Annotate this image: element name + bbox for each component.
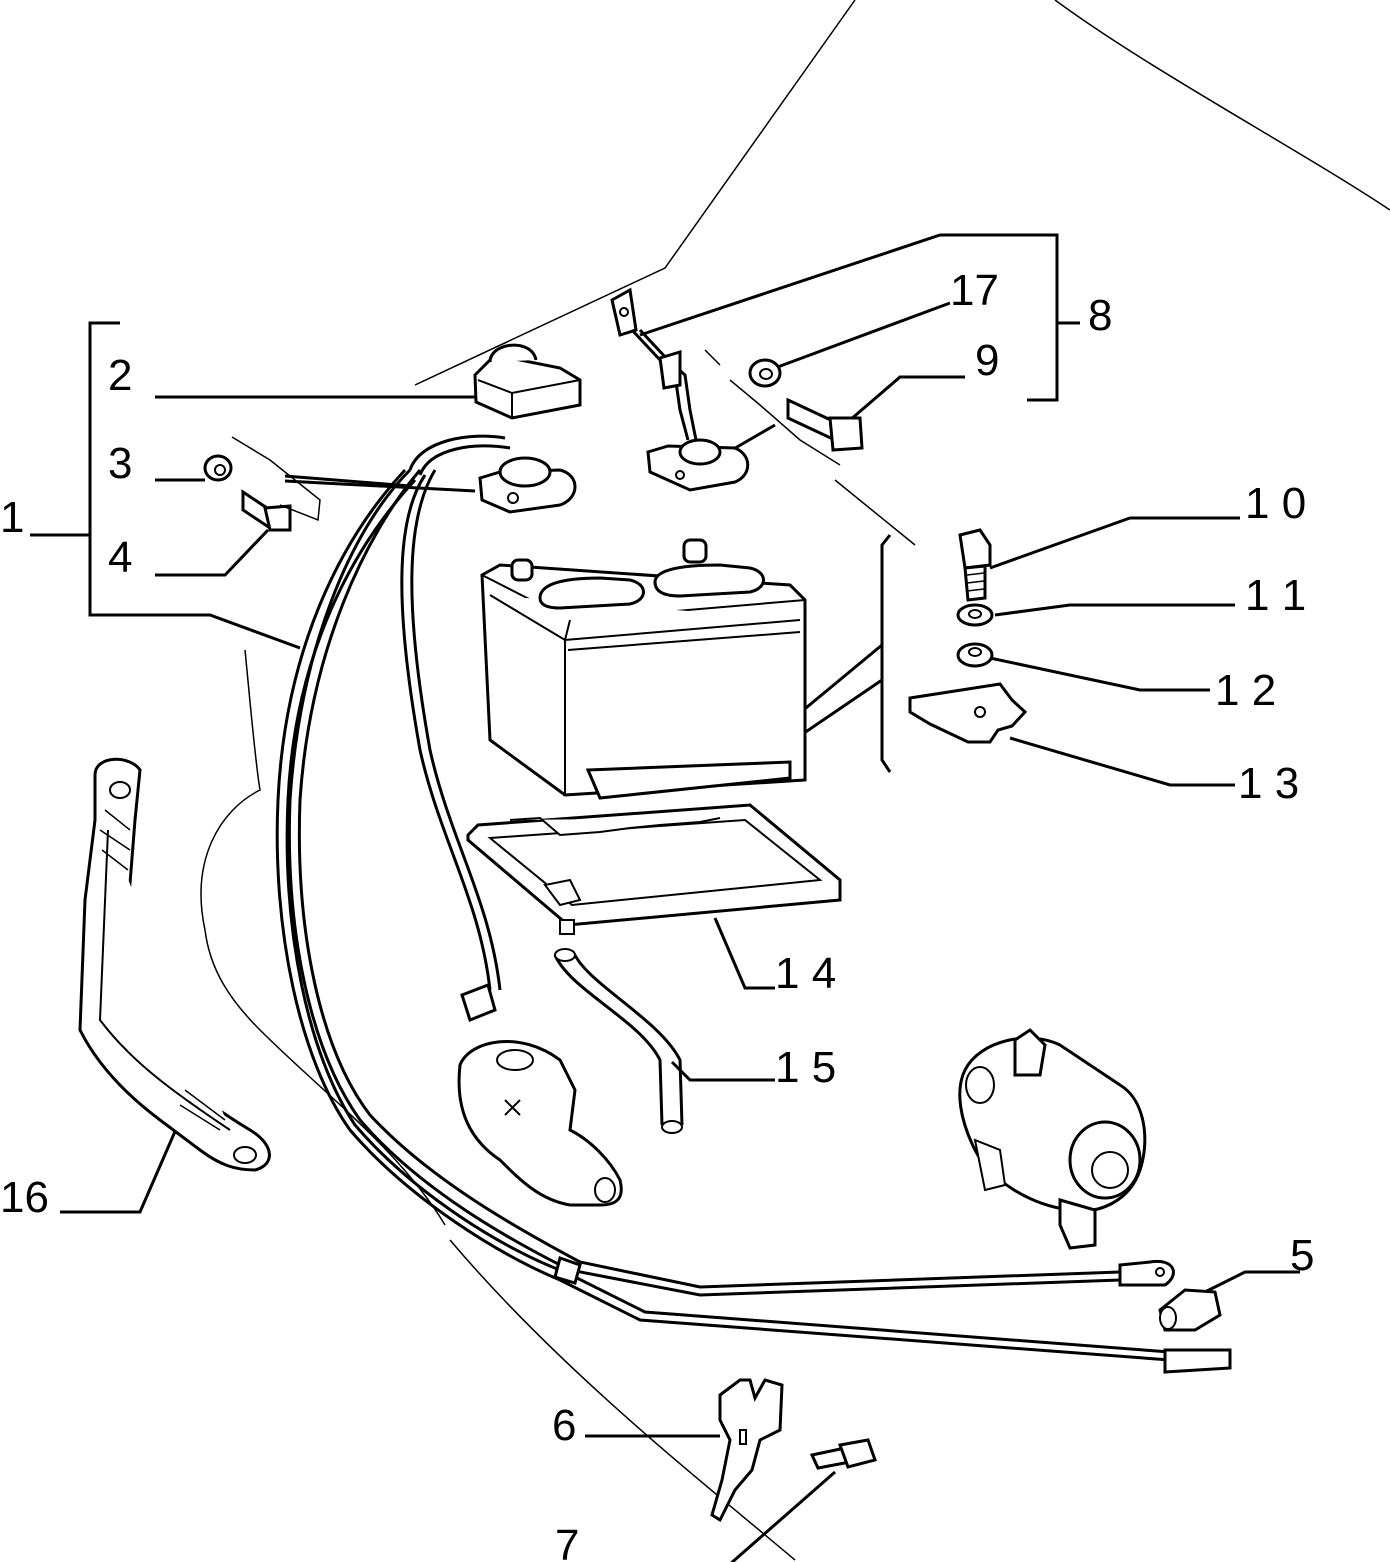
callout-2: 2: [108, 351, 132, 400]
wiring-harness: [275, 434, 1232, 1374]
callout-4: 4: [108, 533, 132, 582]
callout-8: 8: [1088, 291, 1112, 340]
callout-5: 5: [1290, 1231, 1314, 1280]
hold-down-fixings-parts: [908, 528, 1028, 744]
callout-12: 1 2: [1215, 666, 1276, 715]
battery-tray-part: [466, 803, 842, 935]
callout-15: 1 5: [775, 1043, 836, 1092]
callout-3: 3: [108, 439, 132, 488]
negative-lead-part: [610, 287, 750, 492]
battery-part: [480, 538, 807, 800]
drain-hose-part: [553, 948, 684, 1134]
callout-6: 6: [552, 1401, 576, 1450]
callout-11: 1 1: [1245, 571, 1306, 620]
callout-16: 16: [0, 1173, 49, 1222]
bracket-group-8: [639, 233, 1080, 402]
vehicle-body-outline: [200, 0, 1390, 1561]
bracket-group-1: [30, 321, 301, 650]
nut-and-bolt-parts: [203, 436, 321, 532]
callout-9: 9: [975, 336, 999, 385]
callout-labels: 1 2 3 4 5 6 7 8 9 1 0 1 1 1 2 1 3 1 4 1 …: [0, 266, 1314, 1562]
positive-terminal-clamp: [478, 456, 577, 514]
starter-motor-part: [457, 1040, 623, 1207]
callout-1: 1: [0, 493, 24, 542]
callout-7: 7: [555, 1521, 579, 1562]
callout-10: 1 0: [1245, 479, 1306, 528]
grommet-part: [1158, 1288, 1222, 1332]
callout-13: 1 3: [1238, 759, 1299, 808]
callout-17: 17: [950, 266, 999, 315]
earth-strap-part: [78, 757, 271, 1172]
callout-14: 1 4: [775, 949, 836, 998]
clip-and-screw-parts: [710, 1378, 877, 1523]
alternator-part: [958, 1028, 1147, 1250]
nut-17-bolt-9-parts: [729, 358, 864, 466]
leader-lines: [60, 301, 1300, 1562]
terminal-cover-part: [473, 343, 582, 420]
